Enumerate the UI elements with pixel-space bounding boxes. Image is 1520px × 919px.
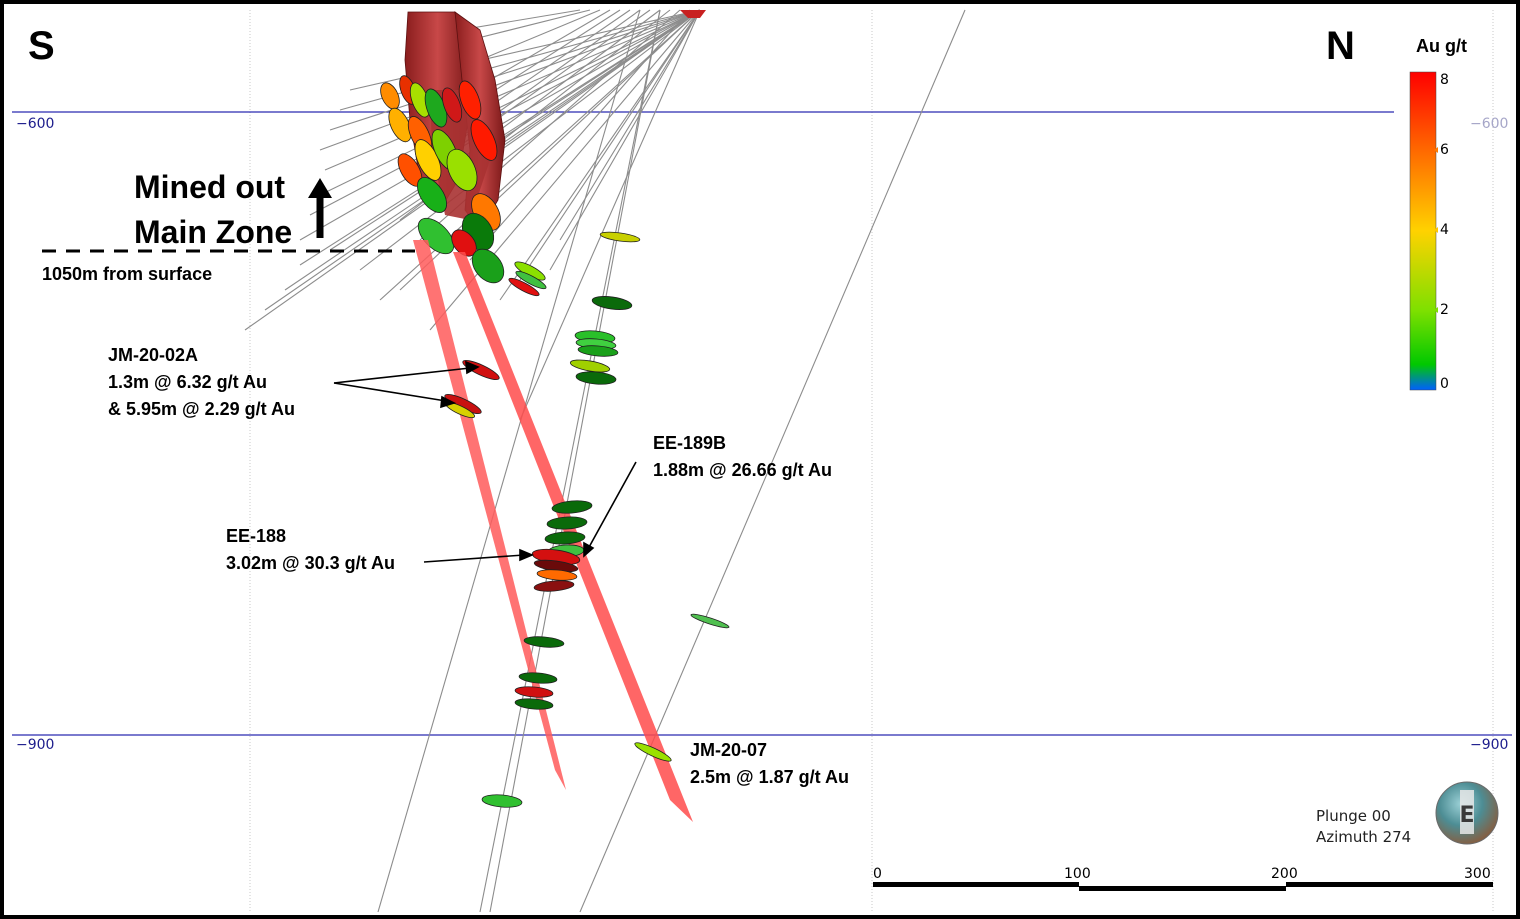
elevation-label-lower-right: −900 [1470,737,1509,753]
elevation-label-upper-right: −600 [1470,116,1509,132]
legend-tick-0: 0 [1440,376,1449,392]
callout-jm-20-02a-line1: 1.3m @ 6.32 g/t Au [108,372,267,392]
legend-tick-2: 2 [1440,302,1449,318]
compass-north-label: N [1326,24,1355,68]
scale-label-200: 200 [1271,866,1298,882]
svg-text:E: E [1459,803,1474,828]
compass-south-label: S [28,24,55,68]
scale-label-300: 300 [1464,866,1491,882]
mined-out-label: Mined out [134,169,286,205]
callout-jm-20-02a-line2: & 5.95m @ 2.29 g/t Au [108,399,295,419]
depth-from-surface-label: 1050m from surface [42,264,213,284]
scale-bar [873,882,1493,891]
callout-arrows [333,360,637,563]
legend-tick-marks [1434,147,1438,313]
plunge-label: Plunge 00 [1316,807,1391,825]
callout-jm-20-07-hole: JM-20-07 [690,740,768,760]
callout-ee-189b-hole: EE-189B [653,433,727,453]
elevation-label-upper-left: −600 [16,116,55,132]
callout-ee-188-line1: 3.02m @ 30.3 g/t Au [226,553,395,573]
main-zone-label: Main Zone [134,214,293,250]
scale-label-0: 0 [873,866,882,882]
view-orientation-globe-icon: E [1435,781,1499,845]
legend-title: Au g/t [1416,36,1467,56]
callout-jm-20-07-line1: 2.5m @ 1.87 g/t Au [690,767,849,787]
mined-zone-intercept-discs [380,75,505,284]
callout-ee-189b-line1: 1.88m @ 26.66 g/t Au [653,460,832,480]
callout-jm-20-02a-hole: JM-20-02A [108,345,199,365]
up-arrow-icon [308,178,332,238]
legend-tick-6: 6 [1440,142,1449,158]
scale-label-100: 100 [1064,866,1091,882]
legend-tick-4: 4 [1440,222,1449,238]
legend-tick-8: 8 [1440,72,1449,88]
azimuth-label: Azimuth 274 [1316,828,1412,846]
callout-ee-188-hole: EE-188 [226,526,287,546]
deep-intercept-discs [444,231,730,808]
drill-hole-traces [244,9,966,913]
elevation-label-lower-left: −900 [16,737,55,753]
legend-color-bar [1409,71,1437,391]
grid-lines [249,10,1494,912]
